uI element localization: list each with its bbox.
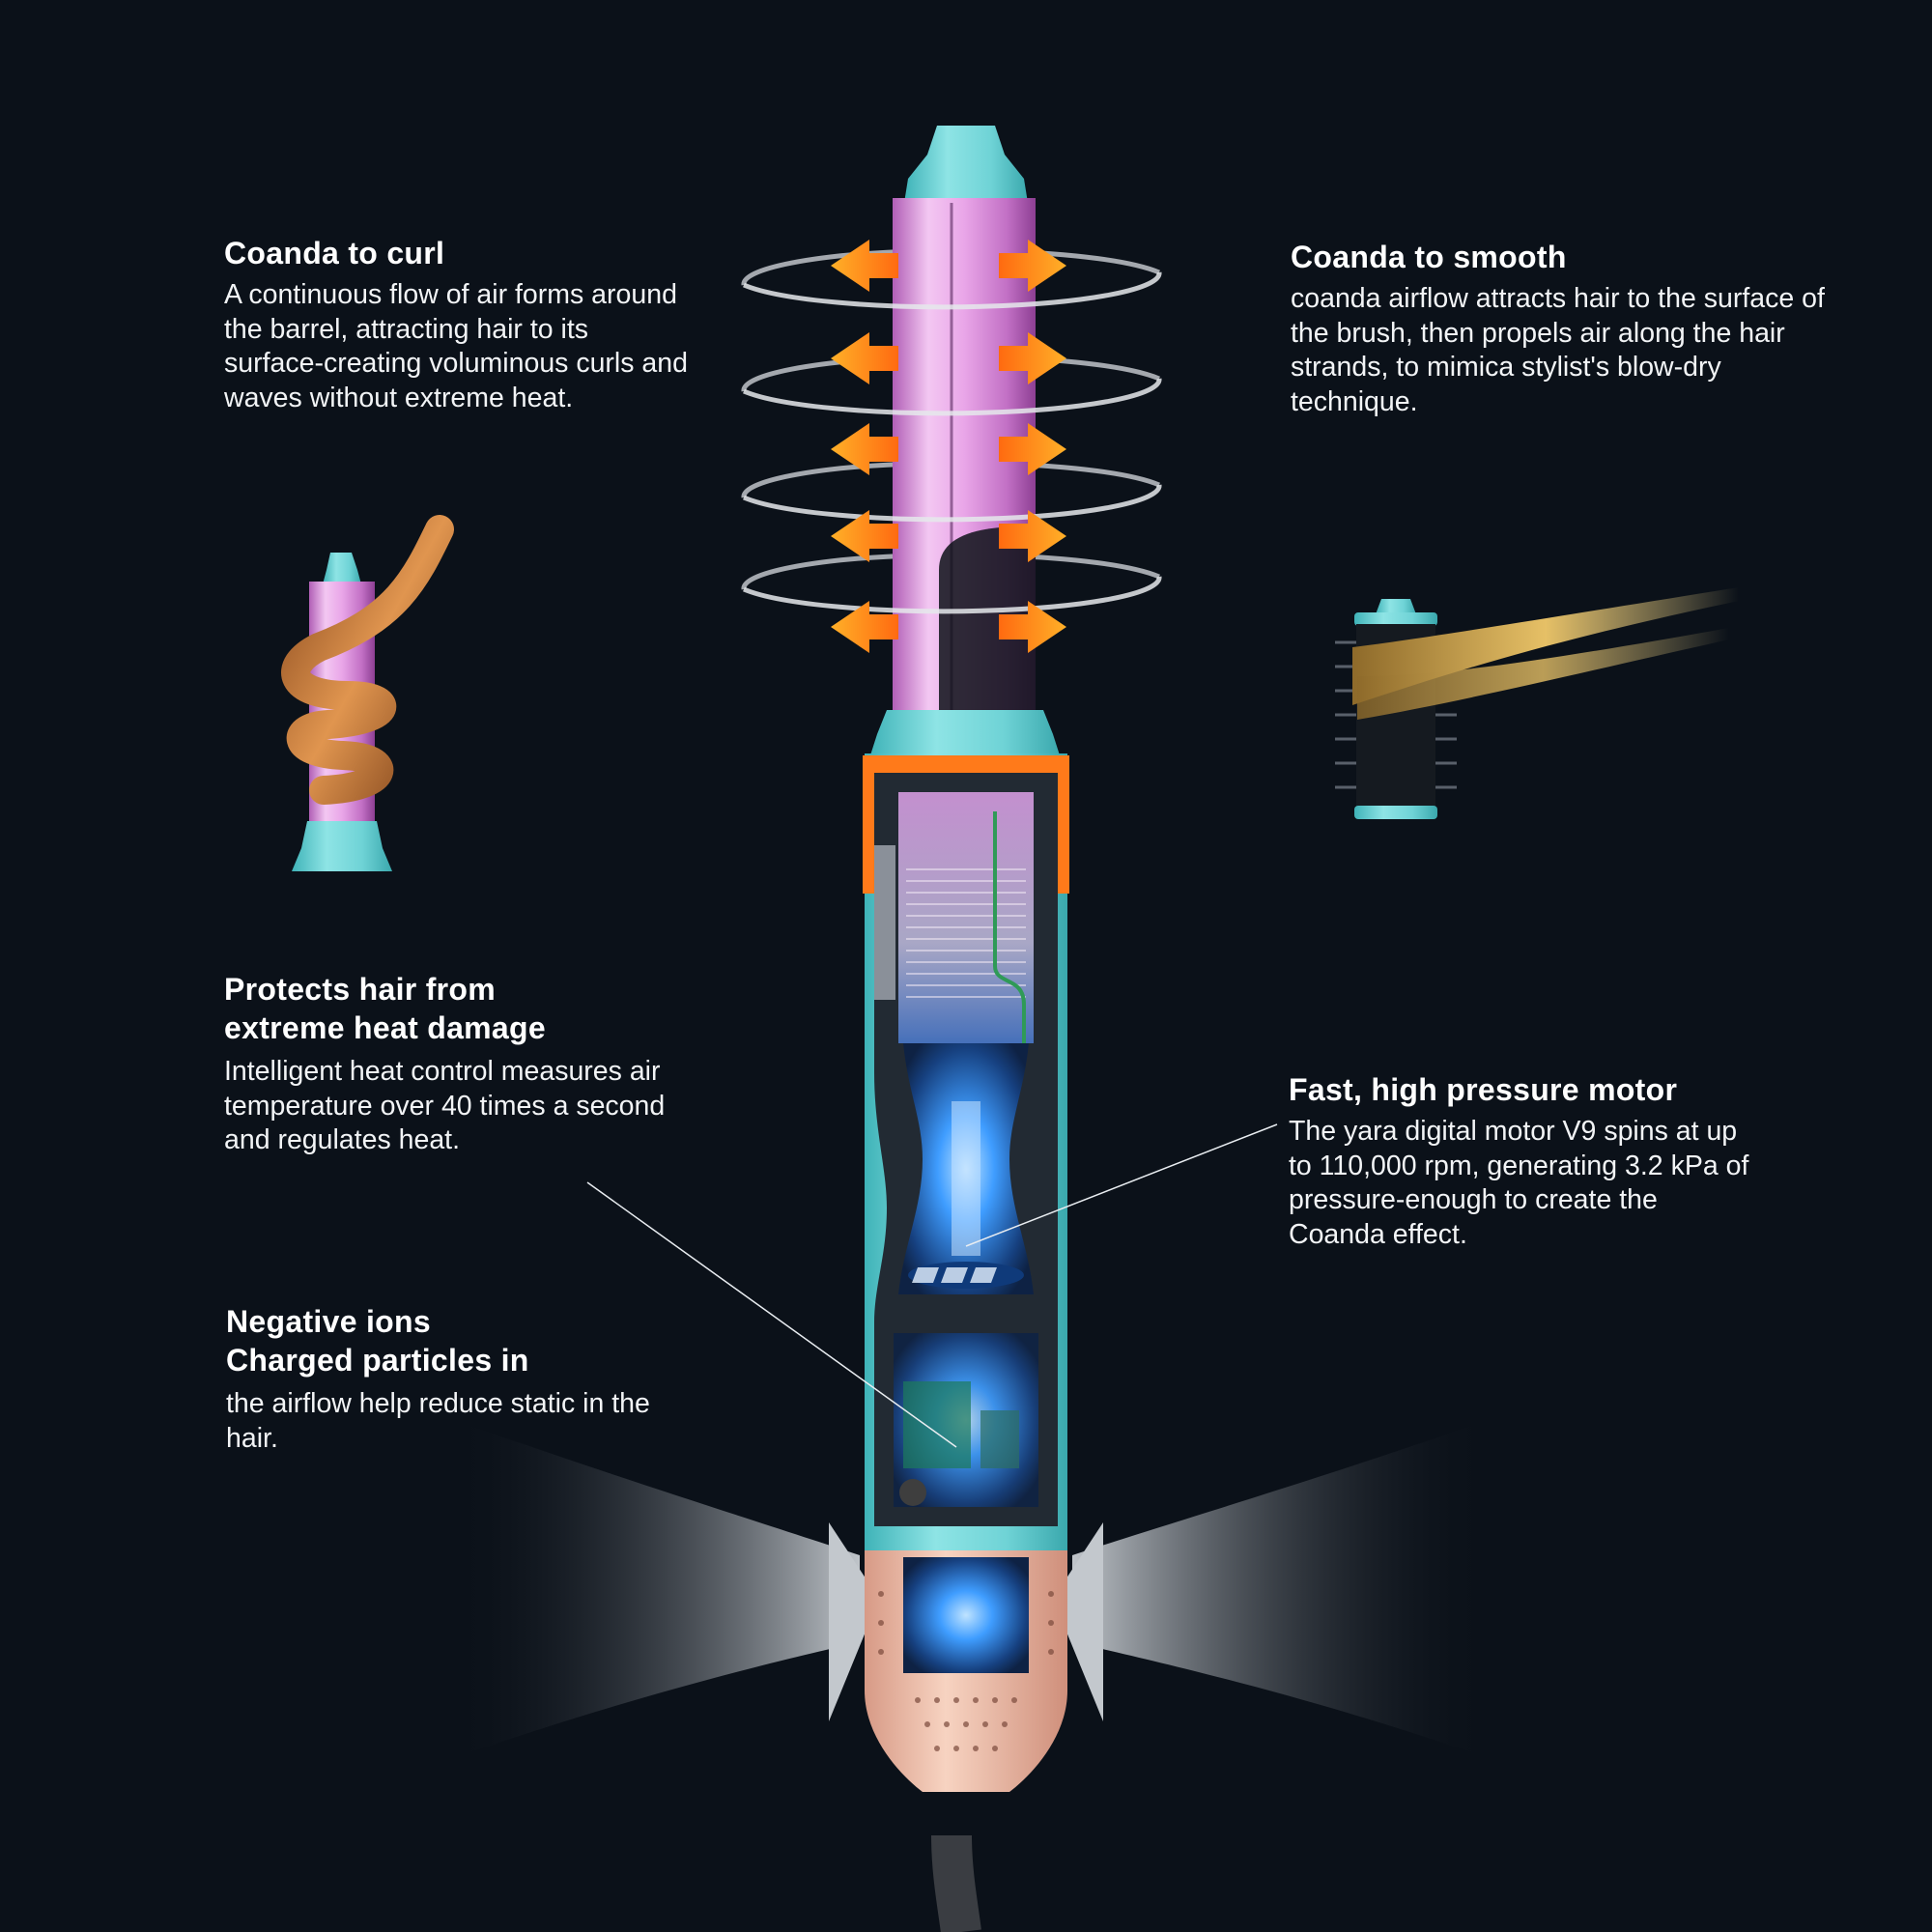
airflow-arrows bbox=[831, 240, 1066, 653]
feature-title-line-1: Negative ions bbox=[226, 1304, 431, 1339]
feature-title: Fast, high pressure motor bbox=[1289, 1072, 1678, 1107]
feature-heat-protection: Protects hair from extreme heat damage I… bbox=[224, 970, 688, 1158]
feature-description: coanda airflow attracts hair to the surf… bbox=[1291, 283, 1825, 417]
feature-title: Coanda to curl bbox=[224, 236, 445, 270]
feature-title-line-2: Charged particles in bbox=[226, 1343, 529, 1378]
orange-arrow-icon bbox=[831, 510, 1066, 562]
feature-title-line-2: extreme heat damage bbox=[224, 1010, 546, 1045]
heat-section-frame bbox=[863, 755, 1069, 894]
orange-arrow-icon bbox=[831, 423, 1066, 475]
power-cord bbox=[931, 1834, 981, 1932]
feature-description: the airflow help reduce static in the ha… bbox=[226, 1388, 650, 1454]
curl-barrel-illustration bbox=[281, 515, 454, 871]
orange-arrow-icon bbox=[831, 240, 1066, 292]
leader-line-motor bbox=[965, 1123, 1278, 1247]
heater-coil bbox=[898, 792, 1034, 1043]
feature-negative-ions: Negative ions Charged particles in the a… bbox=[226, 1302, 690, 1456]
intake-filter-glow bbox=[903, 1557, 1029, 1673]
feature-description: The yara digital motor V9 spins at up to… bbox=[1289, 1116, 1749, 1250]
feature-coanda-to-smooth: Coanda to smooth coanda airflow attracts… bbox=[1291, 238, 1851, 419]
feature-description: Intelligent heat control measures air te… bbox=[224, 1056, 666, 1155]
feature-coanda-to-curl: Coanda to curl A continuous flow of air … bbox=[224, 234, 688, 415]
orange-arrow-icon bbox=[831, 332, 1066, 384]
feature-title: Negative ions Charged particles in bbox=[226, 1302, 690, 1379]
feature-title: Protects hair from extreme heat damage bbox=[224, 970, 688, 1047]
feature-title-line-1: Protects hair from bbox=[224, 972, 497, 1007]
smoothing-brush-illustration bbox=[1335, 587, 1739, 819]
orange-arrow-icon bbox=[831, 601, 1066, 653]
feature-high-pressure-motor: Fast, high pressure motor The yara digit… bbox=[1289, 1070, 1752, 1252]
feature-title: Coanda to smooth bbox=[1291, 240, 1567, 274]
barrel-collar bbox=[869, 710, 1061, 758]
air-rings-front bbox=[743, 271, 1162, 614]
intake-arrow-right-icon bbox=[1053, 1522, 1103, 1721]
barrel-top-cap bbox=[904, 126, 1028, 203]
leader-line-heat bbox=[586, 1181, 957, 1448]
intake-arrow-left-icon bbox=[829, 1522, 879, 1721]
feature-description: A continuous flow of air forms around th… bbox=[224, 279, 688, 413]
intake-airflow bbox=[454, 1420, 1488, 1758]
